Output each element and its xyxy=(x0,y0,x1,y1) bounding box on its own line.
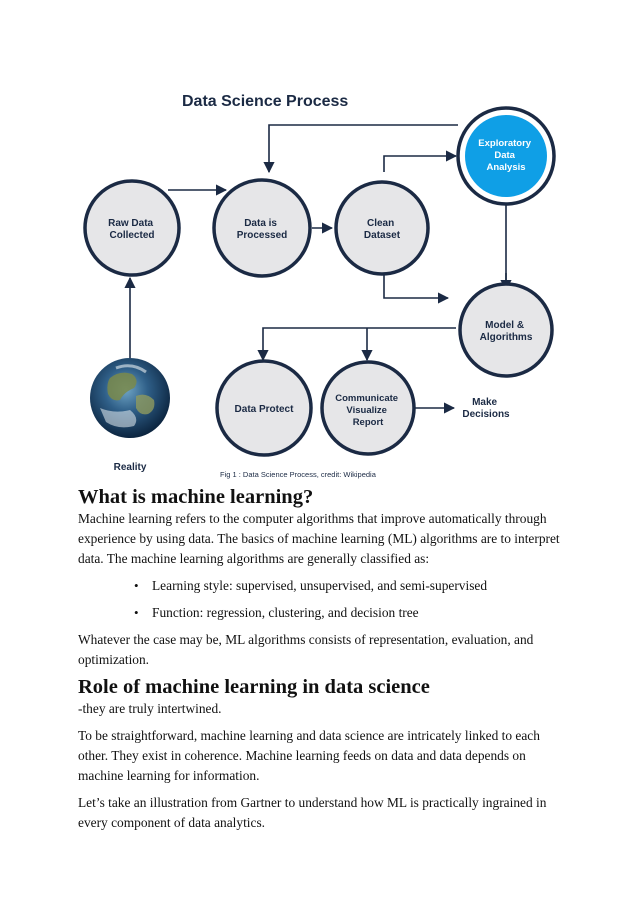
data-protect-node: Data Protect xyxy=(215,359,313,457)
communicate-line-1: Communicate xyxy=(335,393,398,404)
connectors xyxy=(124,124,512,414)
processed-node: Data is Processed xyxy=(212,178,312,278)
bullet-text: Function: regression, clustering, and de… xyxy=(152,605,419,620)
communicate-line-3: Report xyxy=(353,417,384,428)
svg-text:Exploratory Data: Exploratory Data Analysis xyxy=(478,138,533,173)
role-heading: Role of machine learning in data science xyxy=(78,676,430,698)
article-body: What is machine learning? Machine learni… xyxy=(78,485,563,833)
eda-line-1: Exploratory xyxy=(478,138,532,149)
communicate-line-2: Visualize xyxy=(346,405,387,416)
bullet-icon: • xyxy=(134,605,139,620)
svg-text:Data is Processed: Data is Processed xyxy=(237,218,288,241)
list-item: • Learning style: supervised, unsupervise… xyxy=(78,576,563,603)
decisions-line-1: Make xyxy=(472,397,497,408)
model-node: Model & Algorithms xyxy=(458,282,554,378)
bullet-text: Learning style: supervised, unsupervised… xyxy=(152,578,488,593)
model-line-1: Model & xyxy=(485,320,524,331)
clean-dataset-node: Clean Dataset xyxy=(334,180,430,276)
role-paragraph-2: Let’s take an illustration from Gartner … xyxy=(78,795,547,830)
protect-line-1: Data Protect xyxy=(235,404,295,415)
bullet-icon: • xyxy=(134,578,139,593)
clean-line-2: Dataset xyxy=(364,230,401,241)
communicate-node: Communicate Visualize Report xyxy=(320,360,416,456)
raw-data-node: Raw Data Collected xyxy=(83,179,181,277)
eda-line-3: Analysis xyxy=(486,162,525,173)
svg-text:Data Protect: Data Protect xyxy=(235,404,295,415)
model-line-2: Algorithms xyxy=(480,332,533,343)
ml-paragraph-1: Machine learning refers to the computer … xyxy=(78,511,560,566)
eda-line-2: Data xyxy=(494,150,515,161)
raw-data-line-1: Raw Data xyxy=(108,218,153,229)
processed-line-1: Data is xyxy=(244,218,277,229)
svg-text:Communicate Visualize: Communicate Visualize Report xyxy=(335,393,400,428)
role-subtitle: -they are truly intertwined. xyxy=(78,701,222,716)
earth-globe-image: Reality xyxy=(90,358,170,473)
svg-text:Raw Data Collected: Raw Data Collected xyxy=(108,218,156,241)
make-decisions-label: Make Decisions xyxy=(462,397,510,420)
figure-caption: Fig 1 : Data Science Process, credit: Wi… xyxy=(220,470,377,479)
svg-text:Model & Algorithms: Model & Algorithms xyxy=(480,320,533,343)
processed-line-2: Processed xyxy=(237,230,288,241)
reality-label: Reality xyxy=(114,462,147,473)
ml-bullet-list: • Learning style: supervised, unsupervise… xyxy=(78,576,563,630)
clean-line-1: Clean xyxy=(367,218,394,229)
data-science-process-figure: Data Science Process Raw Data Collected xyxy=(76,78,564,486)
svg-text:Clean Dataset: Clean Dataset xyxy=(364,218,401,241)
ml-heading: What is machine learning? xyxy=(78,486,314,508)
raw-data-line-2: Collected xyxy=(109,230,154,241)
process-diagram: Data Science Process Raw Data Collected xyxy=(83,93,556,479)
eda-node: Exploratory Data Analysis xyxy=(456,106,556,206)
decisions-line-2: Decisions xyxy=(462,409,510,420)
role-paragraph-1: To be straightforward, machine learning … xyxy=(78,728,540,783)
list-item: • Function: regression, clustering, and d… xyxy=(78,603,563,630)
ml-paragraph-2: Whatever the case may be, ML algorithms … xyxy=(78,632,534,667)
diagram-title: Data Science Process xyxy=(182,93,348,110)
